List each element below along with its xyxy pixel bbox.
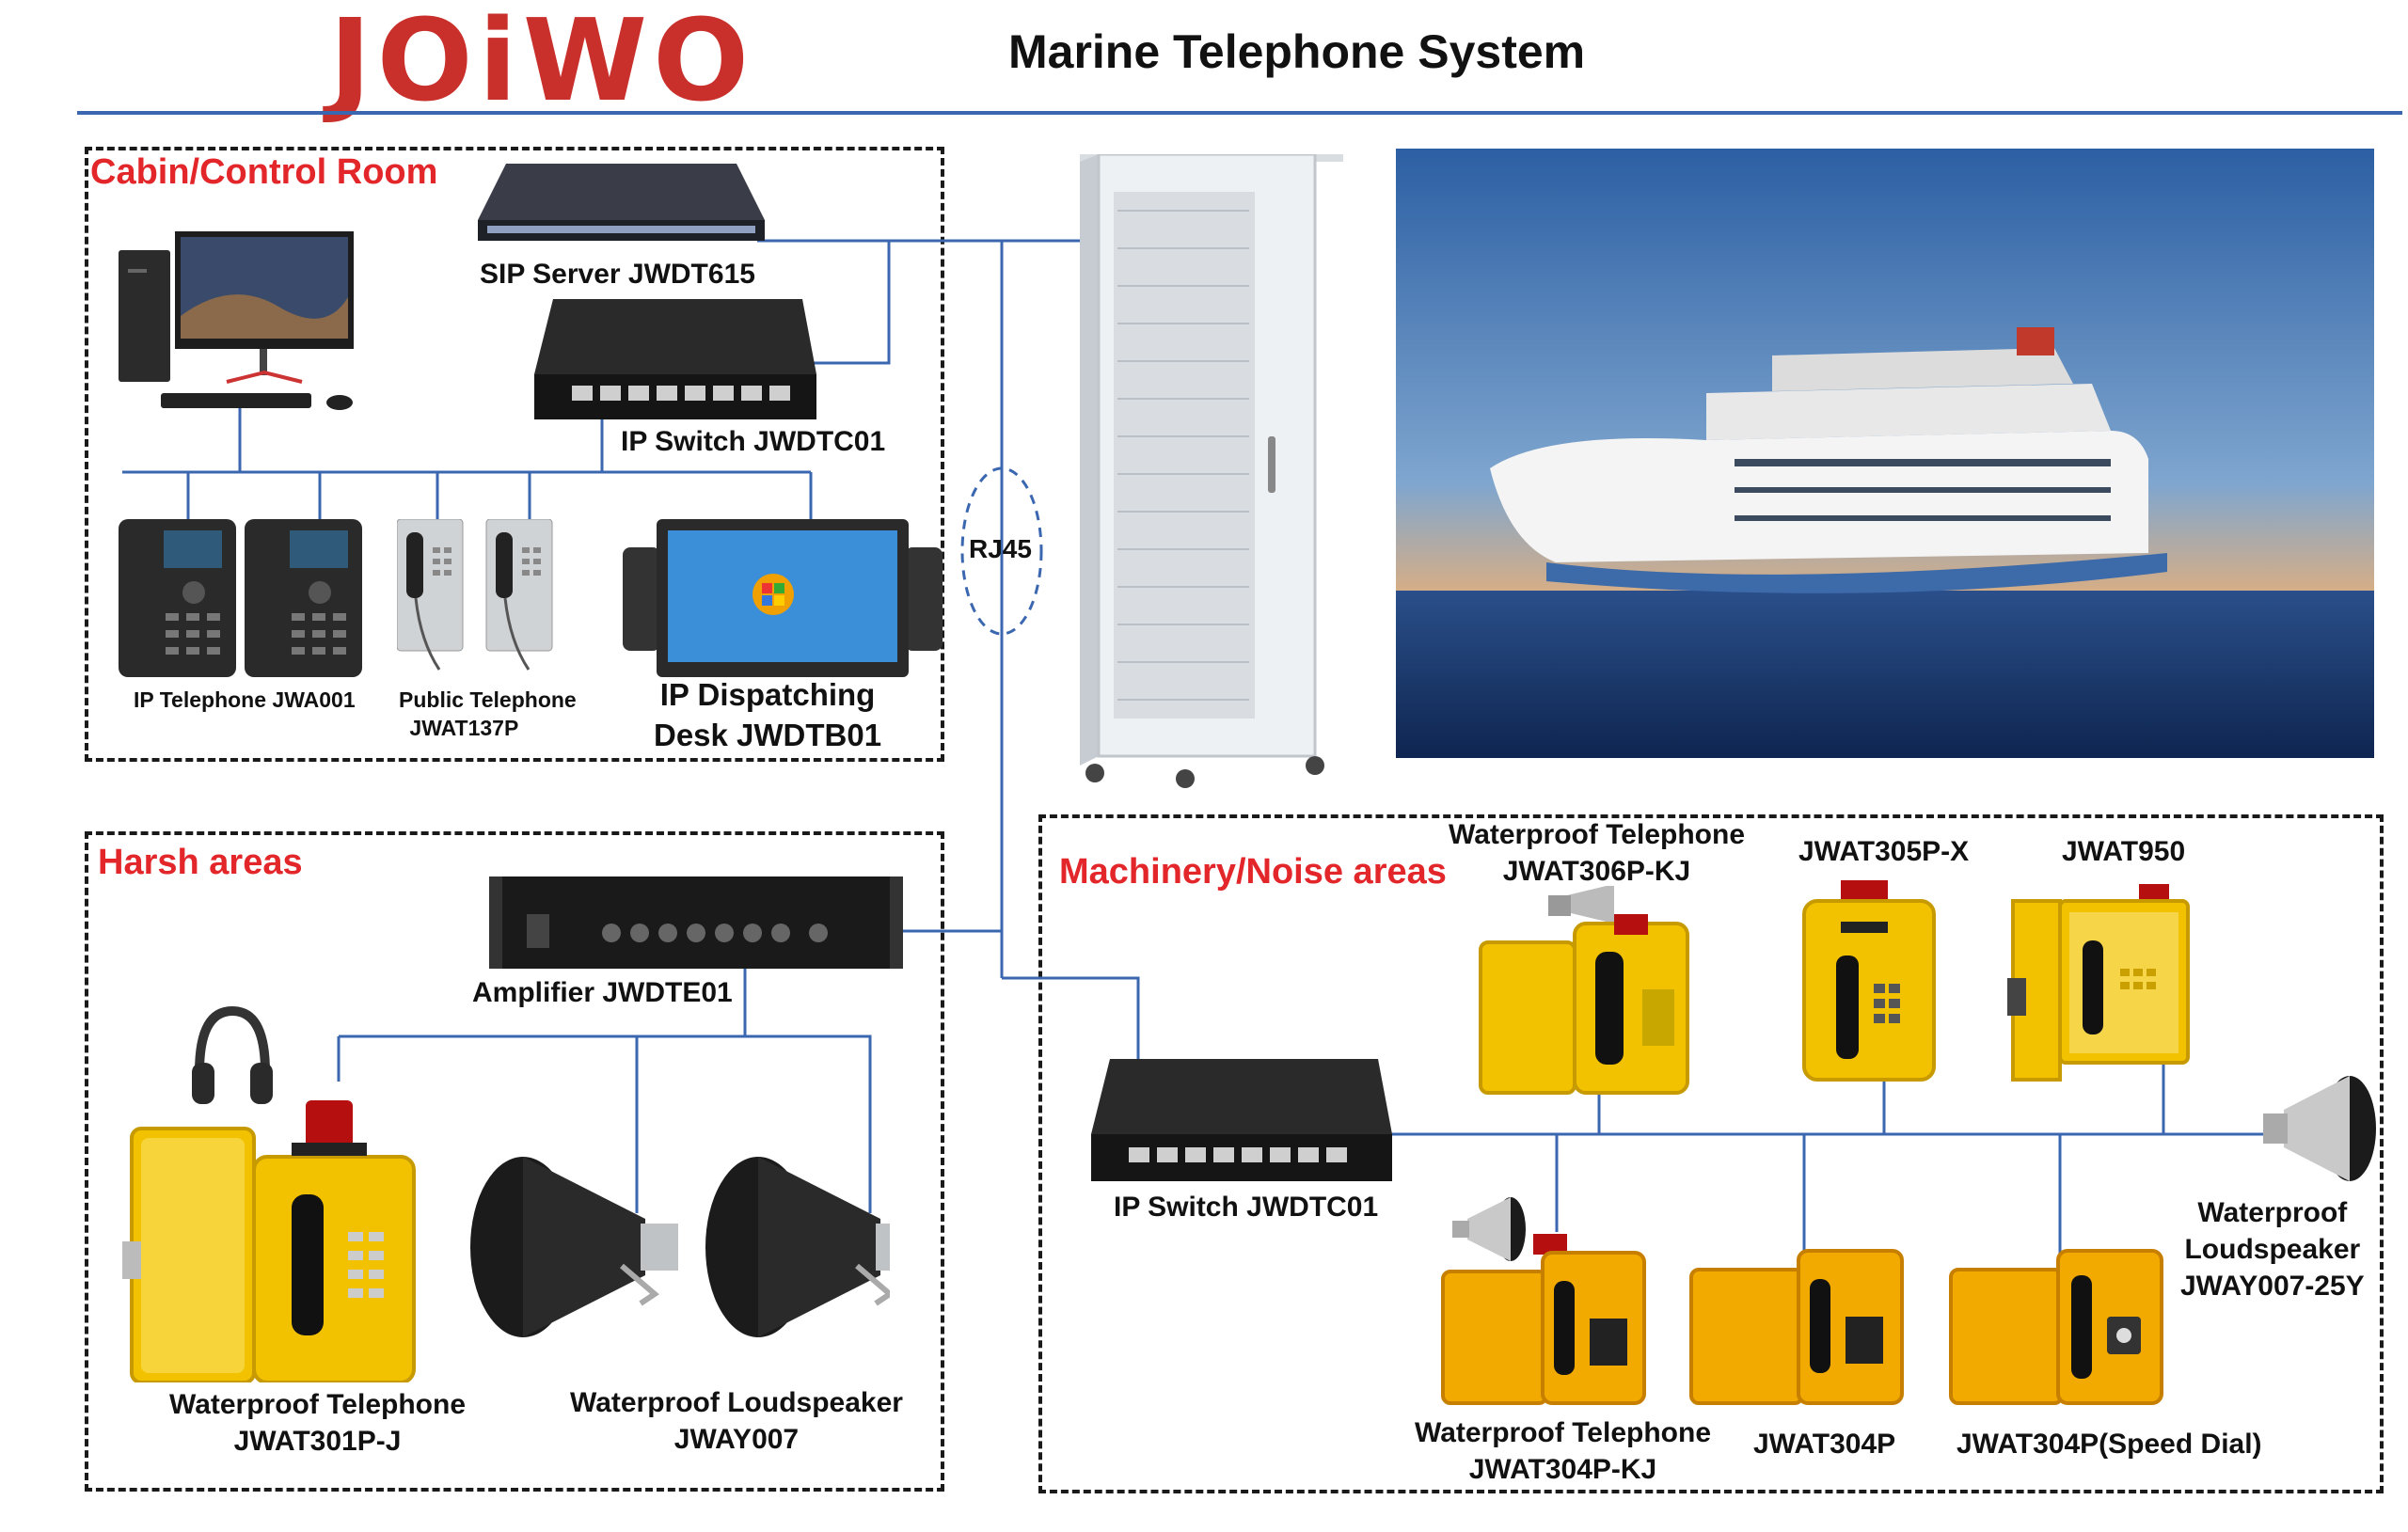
public-telephone-icon: [397, 519, 553, 671]
tel304kj-label: Waterproof Telephone JWAT304P-KJ: [1415, 1414, 1711, 1488]
zone-harsh-title: Harsh areas: [98, 843, 303, 882]
machinery-spk-line3: JWAY007-25Y: [2180, 1271, 2365, 1302]
small-loudspeaker-icon: [1452, 1197, 1526, 1261]
waterproof-telephone-icon: [122, 1100, 416, 1382]
cruise-ship-photo: [1396, 149, 2374, 758]
page-title: Marine Telephone System: [1008, 25, 1586, 78]
tel304kj-label-line1: Waterproof Telephone: [1415, 1417, 1711, 1448]
dispatching-desk-icon: [623, 519, 943, 677]
machinery-spk-line2: Loudspeaker: [2184, 1234, 2361, 1265]
public-telephone-label-line2: JWAT137P: [409, 715, 519, 740]
dispatching-desk-label: IP Dispatching Desk JWDTB01: [654, 675, 881, 756]
harsh-wp-tel-line1: Waterproof Telephone: [169, 1389, 466, 1420]
tel306-label: Waterproof Telephone JWAT306P-KJ: [1449, 816, 1745, 890]
tel306-label-line2: JWAT306P-KJ: [1502, 856, 1691, 887]
waterproof-loudspeaker-icon: [470, 1157, 890, 1337]
public-telephone-label-line1: Public Telephone: [399, 687, 577, 712]
machinery-loudspeaker-label: Waterproof Loudspeaker JWAY007-25Y: [2180, 1194, 2365, 1304]
amplifier-icon: [489, 877, 903, 969]
tel950-label: JWAT950: [2062, 836, 2186, 867]
tel304sd-icon: [1949, 1249, 2163, 1405]
tel305-label: JWAT305P-X: [1798, 836, 1970, 867]
zone-machinery: [1038, 814, 2384, 1493]
dispatching-desk-label-line2: Desk JWDTB01: [654, 717, 882, 752]
tel950-icon: [2007, 884, 2190, 1082]
sip-server-label: SIP Server JWDT615: [480, 259, 755, 290]
header-divider: [77, 111, 2402, 115]
machinery-ip-switch-icon: [1091, 1059, 1392, 1181]
desktop-pc-icon: [119, 231, 354, 410]
zone-cabin: [85, 147, 944, 762]
harsh-waterproof-telephone-label: Waterproof Telephone JWAT301P-J: [169, 1386, 466, 1460]
server-rack-icon: [1080, 154, 1343, 788]
harsh-wp-tel-line2: JWAT301P-J: [233, 1426, 402, 1457]
link-server-switch: [809, 241, 891, 365]
machinery-ip-switch-label: IP Switch JWDTC01: [1114, 1192, 1379, 1223]
harsh-bus: [339, 1034, 872, 1213]
machinery-loudspeaker-icon: [2263, 1076, 2376, 1181]
ip-switch-icon: [534, 299, 816, 419]
public-telephone-label: Public Telephone JWAT137P: [399, 687, 577, 743]
harsh-wp-spk-line1: Waterproof Loudspeaker: [570, 1387, 903, 1418]
ip-telephone-label: IP Telephone JWA001: [134, 687, 356, 712]
tel304p-label: JWAT304P: [1753, 1429, 1896, 1460]
tel304p-icon: [1689, 1249, 1904, 1405]
rj45-label: RJ45: [969, 534, 1032, 563]
tel306-label-line1: Waterproof Telephone: [1449, 819, 1745, 850]
dispatching-desk-label-line1: IP Dispatching: [659, 677, 876, 712]
tel305-icon: [1802, 880, 1936, 1082]
harsh-wp-spk-line2: JWAY007: [673, 1424, 800, 1455]
tel304sd-label: JWAT304P(Speed Dial): [1956, 1429, 2262, 1460]
harsh-waterproof-loudspeaker-label: Waterproof Loudspeaker JWAY007: [570, 1384, 903, 1458]
ip-telephone-icon: [119, 519, 362, 677]
zone-harsh: [85, 831, 944, 1492]
headset-icon: [192, 1006, 273, 1104]
zone-cabin-title: Cabin/Control Room: [90, 152, 438, 192]
tel304kj-label-line2: JWAT304P-KJ: [1468, 1454, 1657, 1485]
cabin-ip-switch-label: IP Switch JWDTC01: [621, 426, 886, 457]
tel306-icon: [1479, 886, 1689, 1095]
sip-server-icon: [478, 164, 765, 241]
machinery-spk-line1: Waterproof: [2197, 1197, 2348, 1228]
tel304kj-icon: [1441, 1234, 1646, 1405]
rj45-ellipse: [960, 466, 1043, 636]
amplifier-label: Amplifier JWDTE01: [472, 977, 733, 1008]
zone-machinery-title: Machinery/Noise areas: [1059, 852, 1447, 892]
joiwo-logo: JOiWO: [329, 0, 755, 127]
